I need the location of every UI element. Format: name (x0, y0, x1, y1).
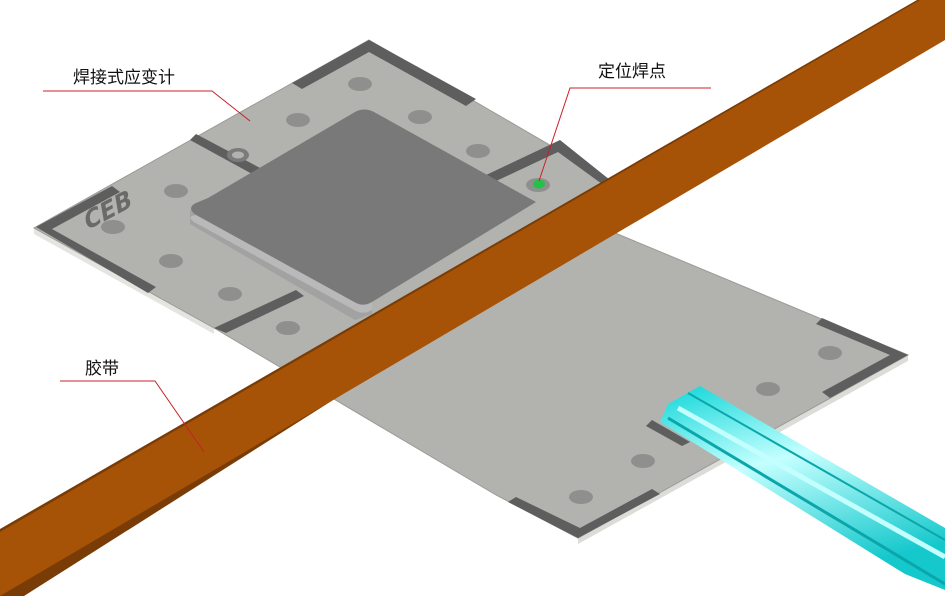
bolt-hole (348, 77, 372, 91)
bolt-hole (818, 346, 842, 360)
plate-hole-mark (227, 148, 249, 162)
bolt-hole (101, 220, 125, 234)
spot-weld-dot (533, 179, 545, 189)
bolt-holes (101, 77, 842, 504)
label-strain-gauge: 焊接式应变计 (73, 68, 175, 88)
bolt-hole (286, 113, 310, 127)
bolt-hole (218, 287, 242, 301)
label-tape: 胶带 (85, 359, 119, 379)
gauge-body (190, 109, 536, 320)
cable (660, 386, 945, 590)
leader-tape (60, 380, 205, 453)
bolt-hole (569, 490, 593, 504)
label-spot-weld: 定位焊点 (598, 62, 666, 82)
bolt-hole (408, 110, 432, 124)
bolt-hole (466, 144, 490, 158)
bolt-hole (276, 321, 300, 335)
leader-lines (43, 87, 711, 453)
leader-strain-gauge (43, 90, 251, 122)
gauge-body-top (191, 109, 536, 305)
leader-spot-weld (538, 87, 711, 182)
bolt-hole (164, 184, 188, 198)
plate-edge (34, 228, 214, 334)
plate-border-strips (36, 40, 908, 538)
bolt-hole (159, 254, 183, 268)
bolt-hole (756, 382, 780, 396)
bolt-hole (631, 454, 655, 468)
